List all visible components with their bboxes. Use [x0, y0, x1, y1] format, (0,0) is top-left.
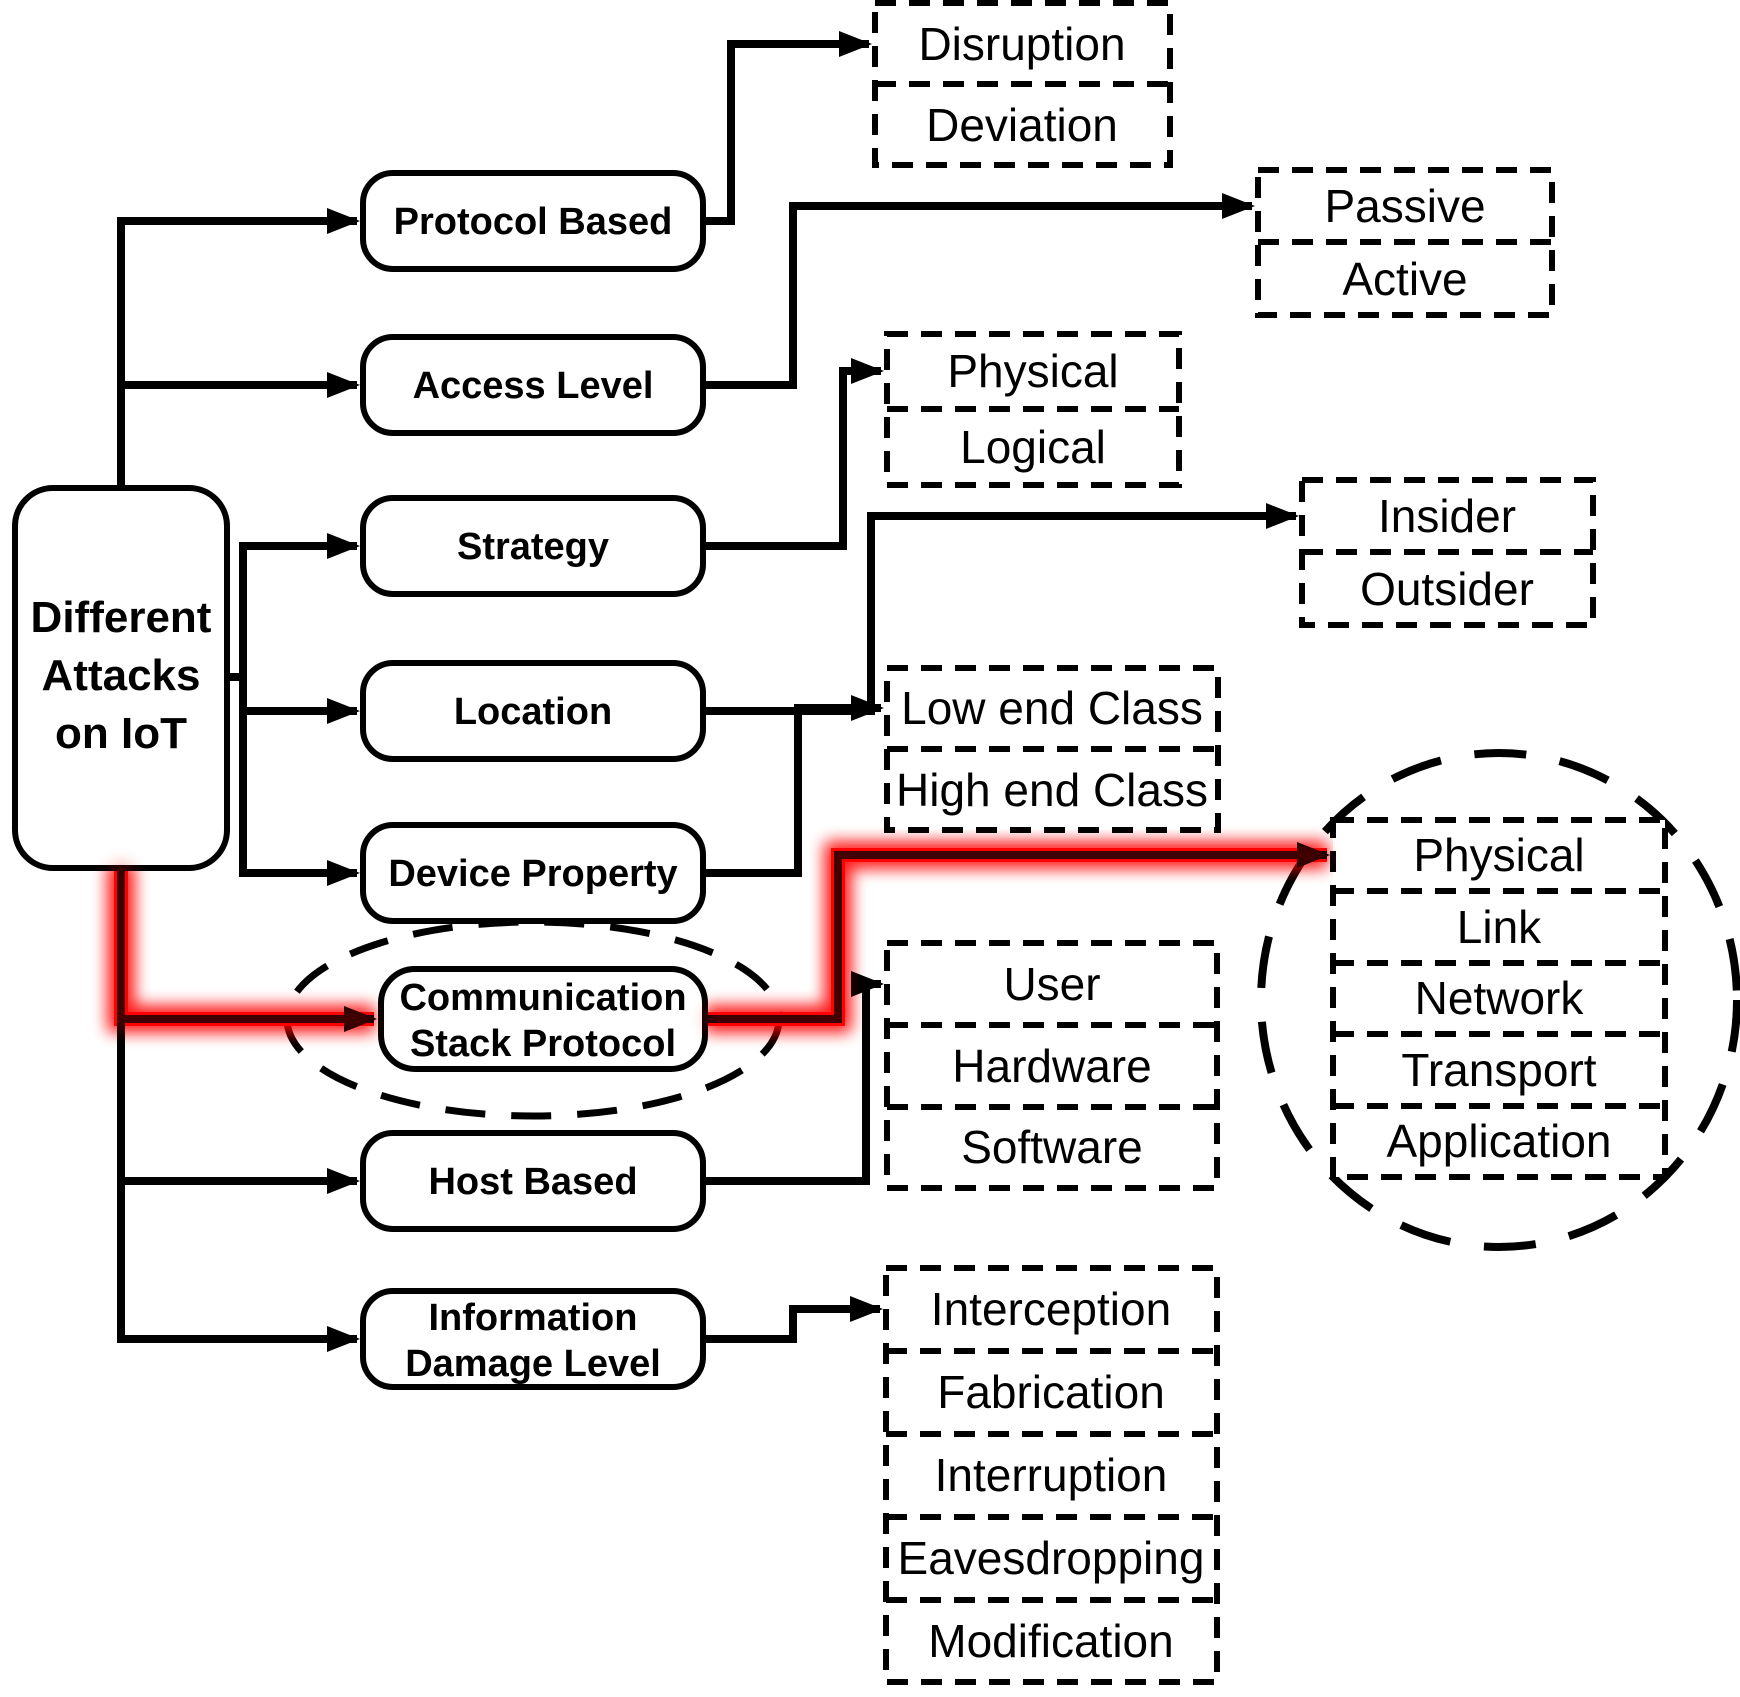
node-information-damage-level: Information Damage Level [360, 1288, 706, 1390]
connector-root-to-information-damage-level [117, 864, 360, 1352]
leaf-group-strategy: Physical Logical [884, 331, 1182, 488]
connector-host-based-to-user [703, 971, 884, 1185]
leaf-group-information-damage-level: Interception Fabrication Interruption Ea… [883, 1265, 1220, 1685]
leaf-group-communication-stack-protocol: Physical Link Network Transport Applicat… [1330, 817, 1668, 1180]
leaf-group-host-based: User Hardware Software [884, 940, 1220, 1191]
access-level-box [360, 334, 706, 436]
leaf-osi-physical: Physical [1413, 829, 1584, 881]
leaf-active: Active [1342, 253, 1467, 305]
host-based-box [360, 1130, 706, 1232]
connector-root-to-csp-highlighted [117, 864, 377, 1032]
leaf-passive: Passive [1324, 180, 1485, 232]
leaf-high-end-class: High end Class [896, 764, 1208, 816]
leaf-hardware: Hardware [952, 1040, 1151, 1092]
leaf-eavesdropping: Eavesdropping [898, 1532, 1205, 1584]
connector-protocol-based-to-disruption [703, 31, 872, 225]
leaf-modification: Modification [928, 1615, 1173, 1667]
leaf-disruption: Disruption [918, 18, 1125, 70]
highlight-glow-overlay-2 [705, 844, 1327, 1030]
leaf-physical: Physical [947, 345, 1118, 397]
connector-access-level-to-passive [703, 193, 1255, 389]
root-label-line1: Different [31, 593, 212, 642]
highlight-red-root-to-csp [114, 864, 374, 1026]
connector-device-property-to-low-end [703, 695, 884, 877]
leaf-group-device-property: Low end Class High end Class [884, 665, 1221, 833]
leaf-osi-network: Network [1415, 972, 1585, 1024]
leaf-outsider: Outsider [1360, 563, 1534, 615]
leaf-insider: Insider [1378, 490, 1516, 542]
host-based-leaves-box [884, 940, 1220, 1191]
highlight-glow-root-to-csp [108, 864, 374, 1032]
protocol-based-label: Protocol Based [394, 201, 673, 243]
leaf-interruption: Interruption [935, 1449, 1168, 1501]
leaf-osi-link: Link [1457, 901, 1542, 953]
leaf-group-protocol-based: Disruption Deviation [872, 0, 1173, 168]
location-label: Location [454, 691, 612, 733]
information-damage-level-box [360, 1288, 706, 1390]
leaf-low-end-class: Low end Class [901, 682, 1203, 734]
node-device-property: Device Property [360, 822, 706, 924]
node-location: Location [360, 660, 706, 762]
node-communication-stack-protocol: Communication Stack Protocol [378, 966, 708, 1072]
connector-location-to-insider [703, 503, 1299, 715]
csp-label-line1: Communication [399, 977, 686, 1019]
leaf-interception: Interception [931, 1283, 1171, 1335]
root-label-line3: on IoT [55, 709, 187, 758]
node-host-based: Host Based [360, 1130, 706, 1232]
connector-strategy-to-physical [703, 358, 884, 550]
leaf-group-access-level: Passive Active [1255, 167, 1555, 318]
leaf-osi-transport: Transport [1401, 1044, 1596, 1096]
device-property-label: Device Property [388, 853, 677, 895]
leaf-logical: Logical [960, 421, 1106, 473]
root-label-line2: Attacks [42, 651, 201, 700]
osi-stack-box [1330, 817, 1668, 1180]
node-strategy: Strategy [360, 495, 706, 597]
leaf-deviation: Deviation [926, 99, 1118, 151]
node-protocol-based: Protocol Based [360, 170, 706, 272]
leaf-osi-application: Application [1386, 1115, 1611, 1167]
location-box [360, 660, 706, 762]
leaf-user: User [1003, 958, 1100, 1010]
access-level-label: Access Level [413, 365, 654, 407]
host-based-label: Host Based [428, 1161, 637, 1203]
connector-idl-to-interception [703, 1296, 883, 1343]
node-access-level: Access Level [360, 334, 706, 436]
leaf-fabrication: Fabrication [937, 1366, 1165, 1418]
device-property-box [360, 822, 706, 924]
strategy-label: Strategy [457, 526, 609, 568]
highlight-glow-overlay-1 [110, 864, 374, 1030]
idl-leaves-box [883, 1265, 1220, 1685]
node-root-different-attacks-on-iot: Different Attacks on IoT [12, 485, 230, 871]
connector-root-to-protocol-based [117, 208, 360, 488]
highlight-circle-osi-stack [1257, 749, 1740, 1251]
protocol-based-box [360, 170, 706, 272]
strategy-box [360, 495, 706, 597]
idl-label-line2: Damage Level [405, 1343, 661, 1385]
connector-trunk-to-device-property [239, 546, 360, 886]
leaf-group-location: Insider Outsider [1299, 477, 1596, 628]
csp-label-line2: Stack Protocol [410, 1023, 676, 1065]
leaf-software: Software [961, 1121, 1143, 1173]
idl-label-line1: Information [429, 1297, 638, 1339]
